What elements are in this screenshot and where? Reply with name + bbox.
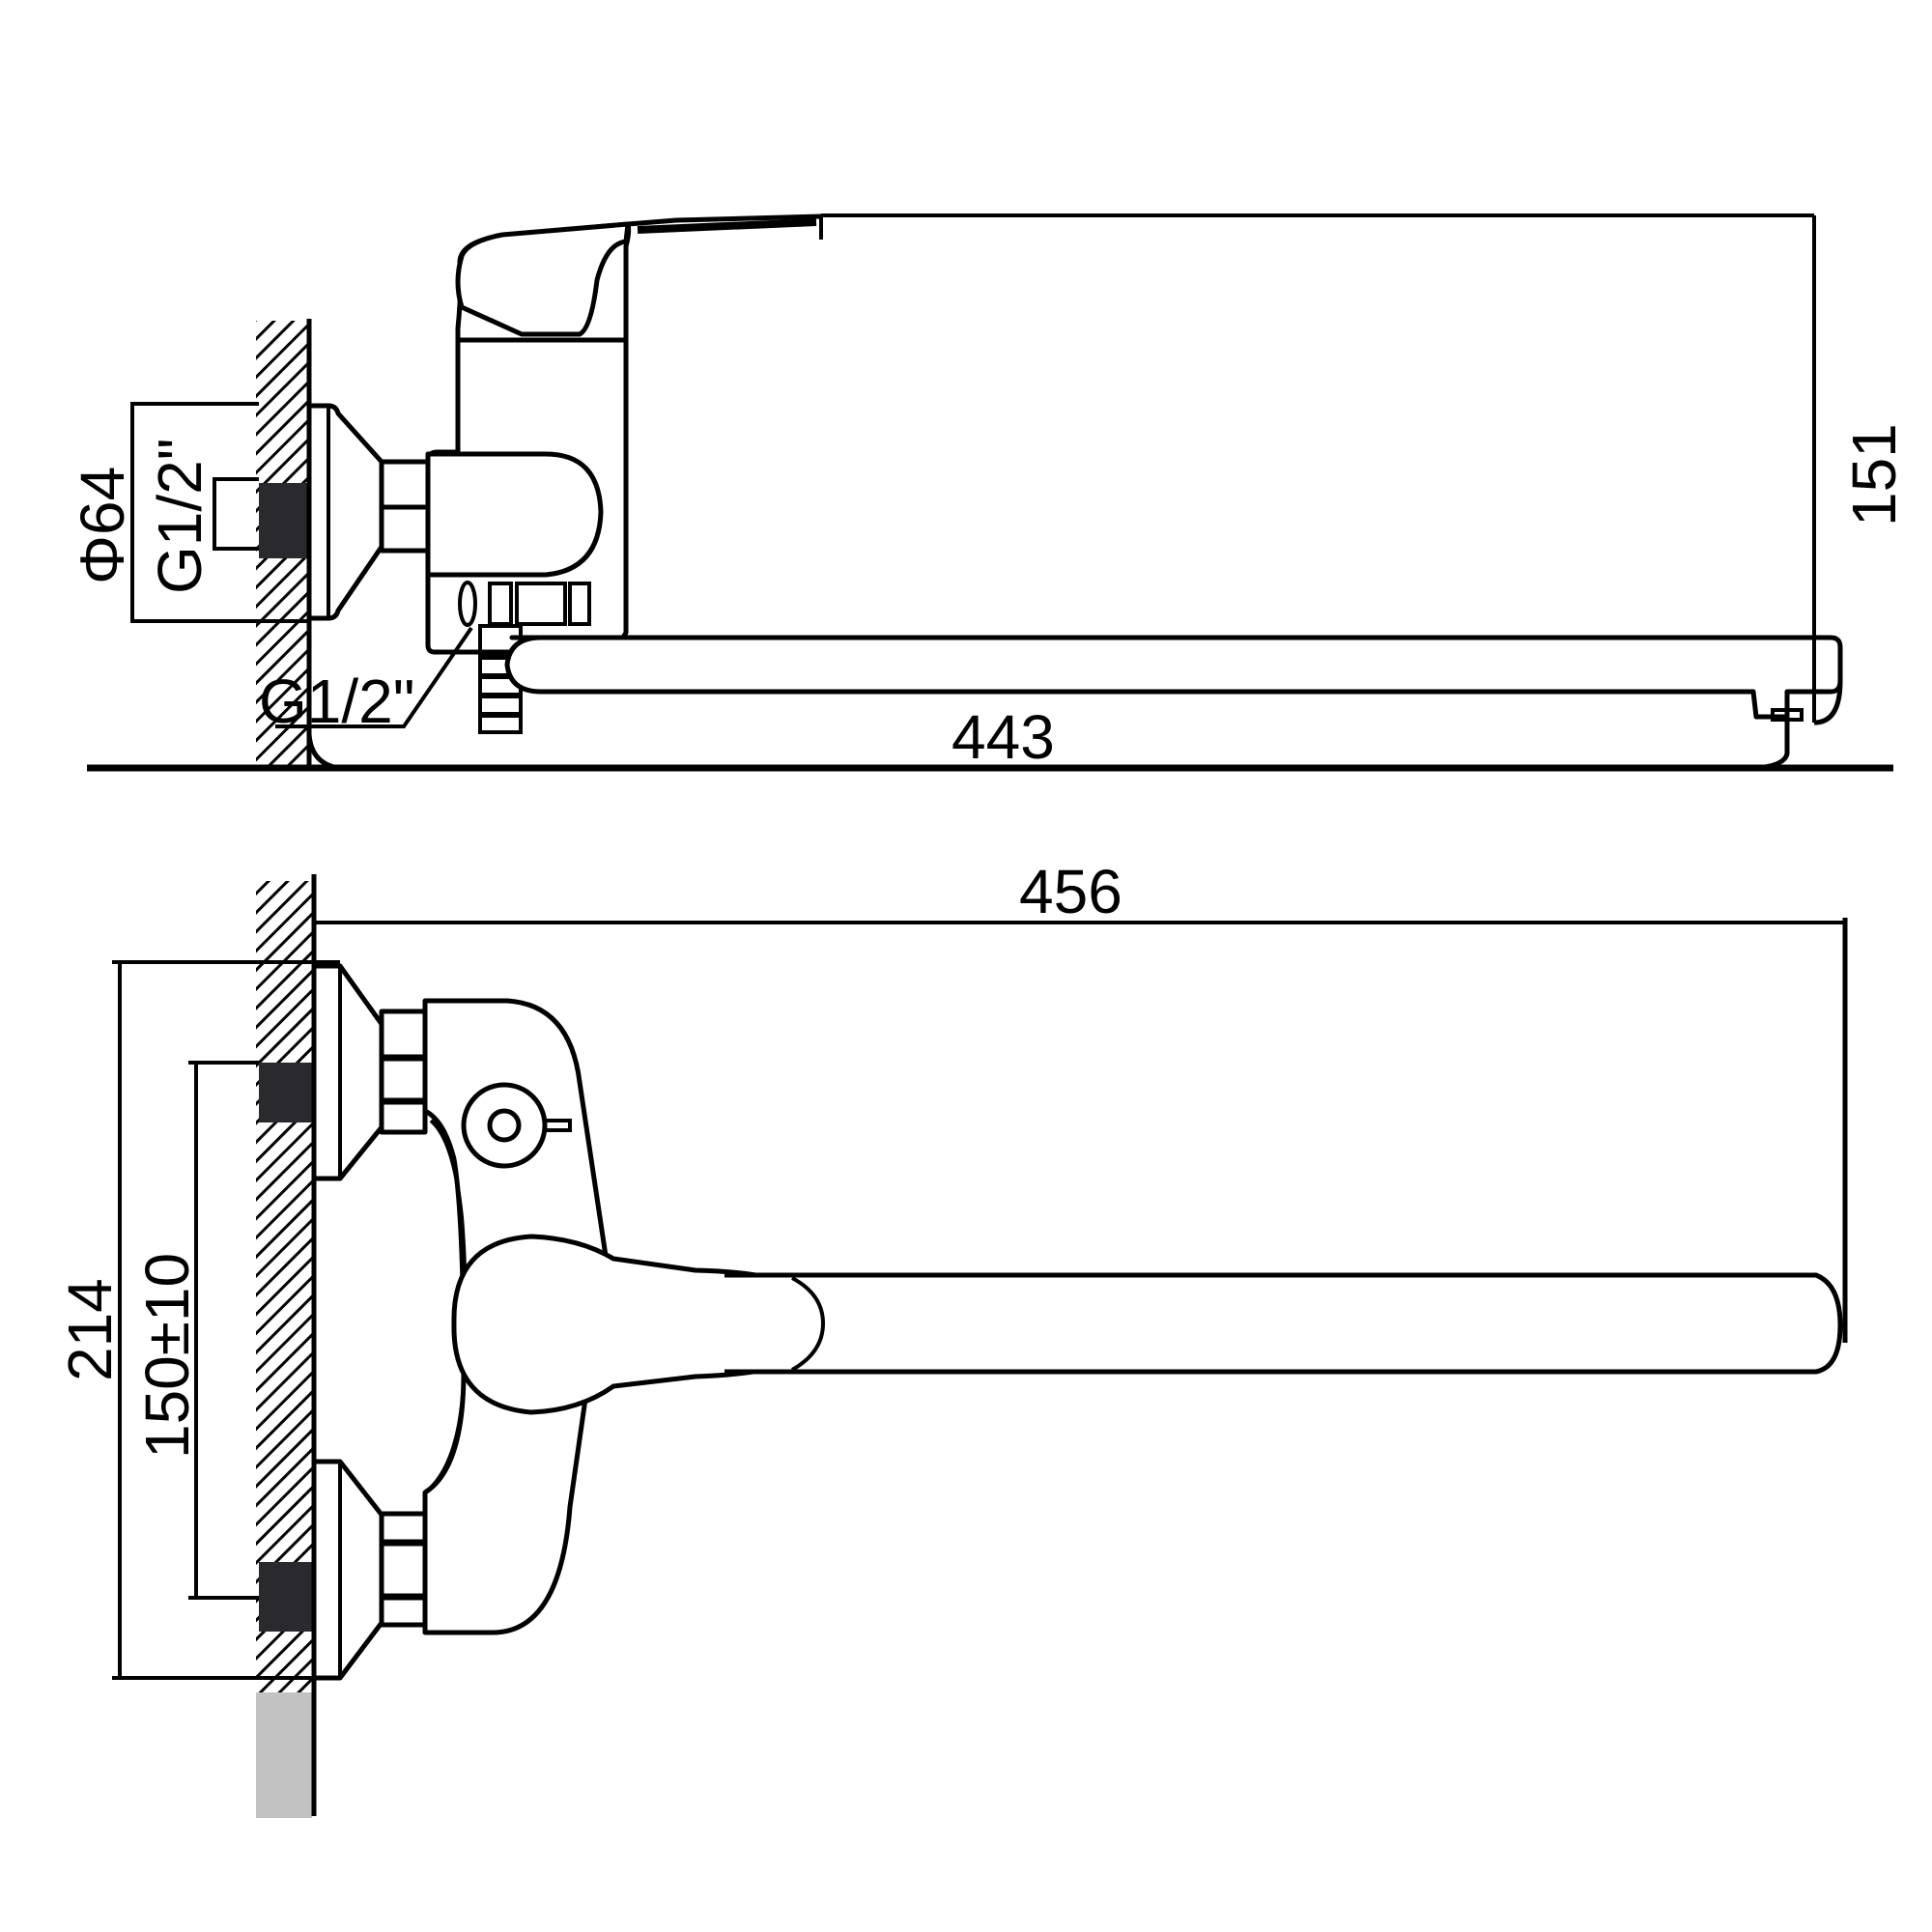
dim-outlet-thread-label: G1/2"	[259, 667, 414, 736]
dim-spout-reach-label: 443	[952, 702, 1055, 772]
dim-total-length-label: 456	[1019, 857, 1122, 926]
dim-inlet-thread-label: G1/2"	[145, 439, 214, 594]
spout-side	[504, 635, 1843, 720]
dim-total-width-label: 214	[55, 1278, 125, 1381]
dim-height-label: 151	[1839, 423, 1909, 526]
spout-top	[724, 1272, 1843, 1375]
dim-escutcheon-diameter-label: Φ64	[68, 467, 137, 584]
wall-insert-side	[259, 483, 309, 558]
diverter-knob	[461, 1082, 572, 1169]
dim-inlet-centers-label: 150±10	[132, 1253, 202, 1459]
wall-insert-lower	[259, 1562, 312, 1632]
top-view: 456 214 150±10	[55, 857, 1848, 1818]
wall-section-top	[256, 881, 312, 1692]
wall-insert-upper	[259, 1063, 312, 1122]
side-view: 151 443 Φ64 G1/2" G1/2"	[68, 213, 1909, 772]
